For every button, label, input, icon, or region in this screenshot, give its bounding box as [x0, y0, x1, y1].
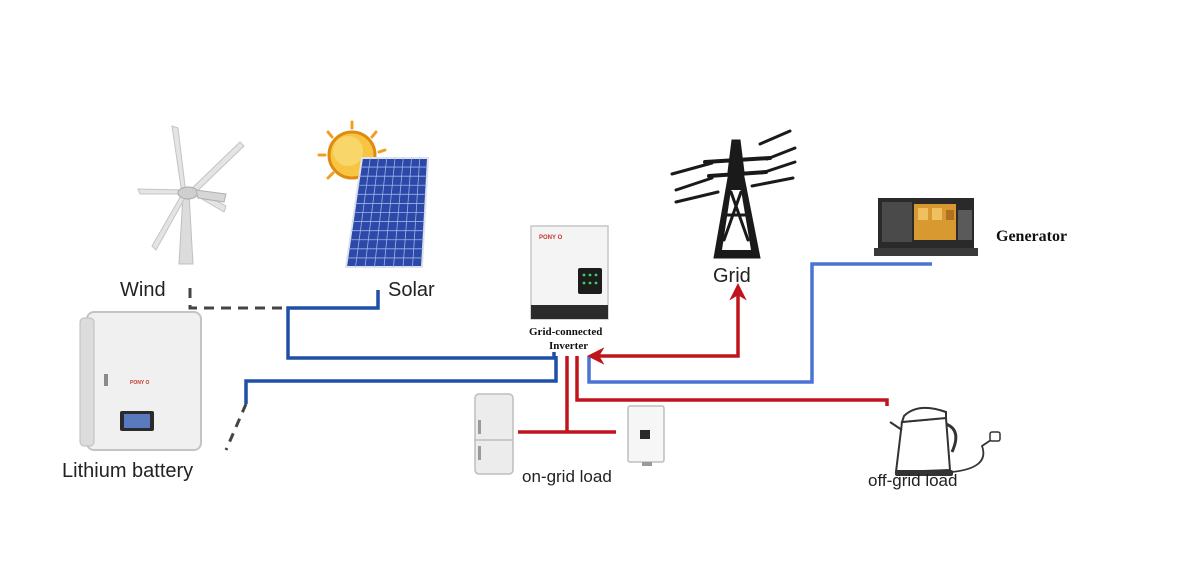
battery-to-inverter-line: [244, 356, 558, 404]
solar-cell-grid: [347, 157, 428, 268]
solar-label: Solar: [388, 279, 435, 301]
wind-turbine-icon: [137, 125, 245, 265]
wind-dashed-connector: [188, 288, 290, 310]
grid-label: Grid: [713, 265, 751, 287]
water-heater-icon: [627, 405, 665, 466]
off-grid-load-label: off-grid load: [868, 471, 957, 490]
diesel-generator-icon: [874, 198, 978, 256]
wind-label: Wind: [120, 279, 166, 301]
inverter-to-off-grid-load-line: [575, 356, 889, 406]
battery-dashed-connector: [224, 403, 248, 451]
connection-lines: [188, 262, 932, 451]
inverter-label-line2: Inverter: [549, 340, 588, 352]
battery-icon: PONY O: [79, 311, 202, 451]
generator-label: Generator: [996, 228, 1067, 245]
transmission-tower-icon: [670, 129, 797, 259]
inverter-icon: PONY O: [530, 225, 609, 320]
grid-to-inverter-line: [587, 283, 747, 365]
on-grid-load-label: on-grid load: [522, 467, 612, 486]
battery-label: Lithium battery: [62, 460, 193, 482]
electric-kettle-icon: [889, 406, 1001, 476]
refrigerator-icon: [474, 393, 514, 475]
inverter-brand-text: PONY O: [539, 235, 563, 241]
solar-to-inverter-line: [286, 290, 556, 360]
solar-panel-icon: [317, 120, 430, 268]
generator-to-inverter-line: [587, 262, 932, 384]
inverter-label-line1: Grid-connected: [529, 326, 602, 338]
battery-brand-text: PONY O: [130, 380, 149, 386]
